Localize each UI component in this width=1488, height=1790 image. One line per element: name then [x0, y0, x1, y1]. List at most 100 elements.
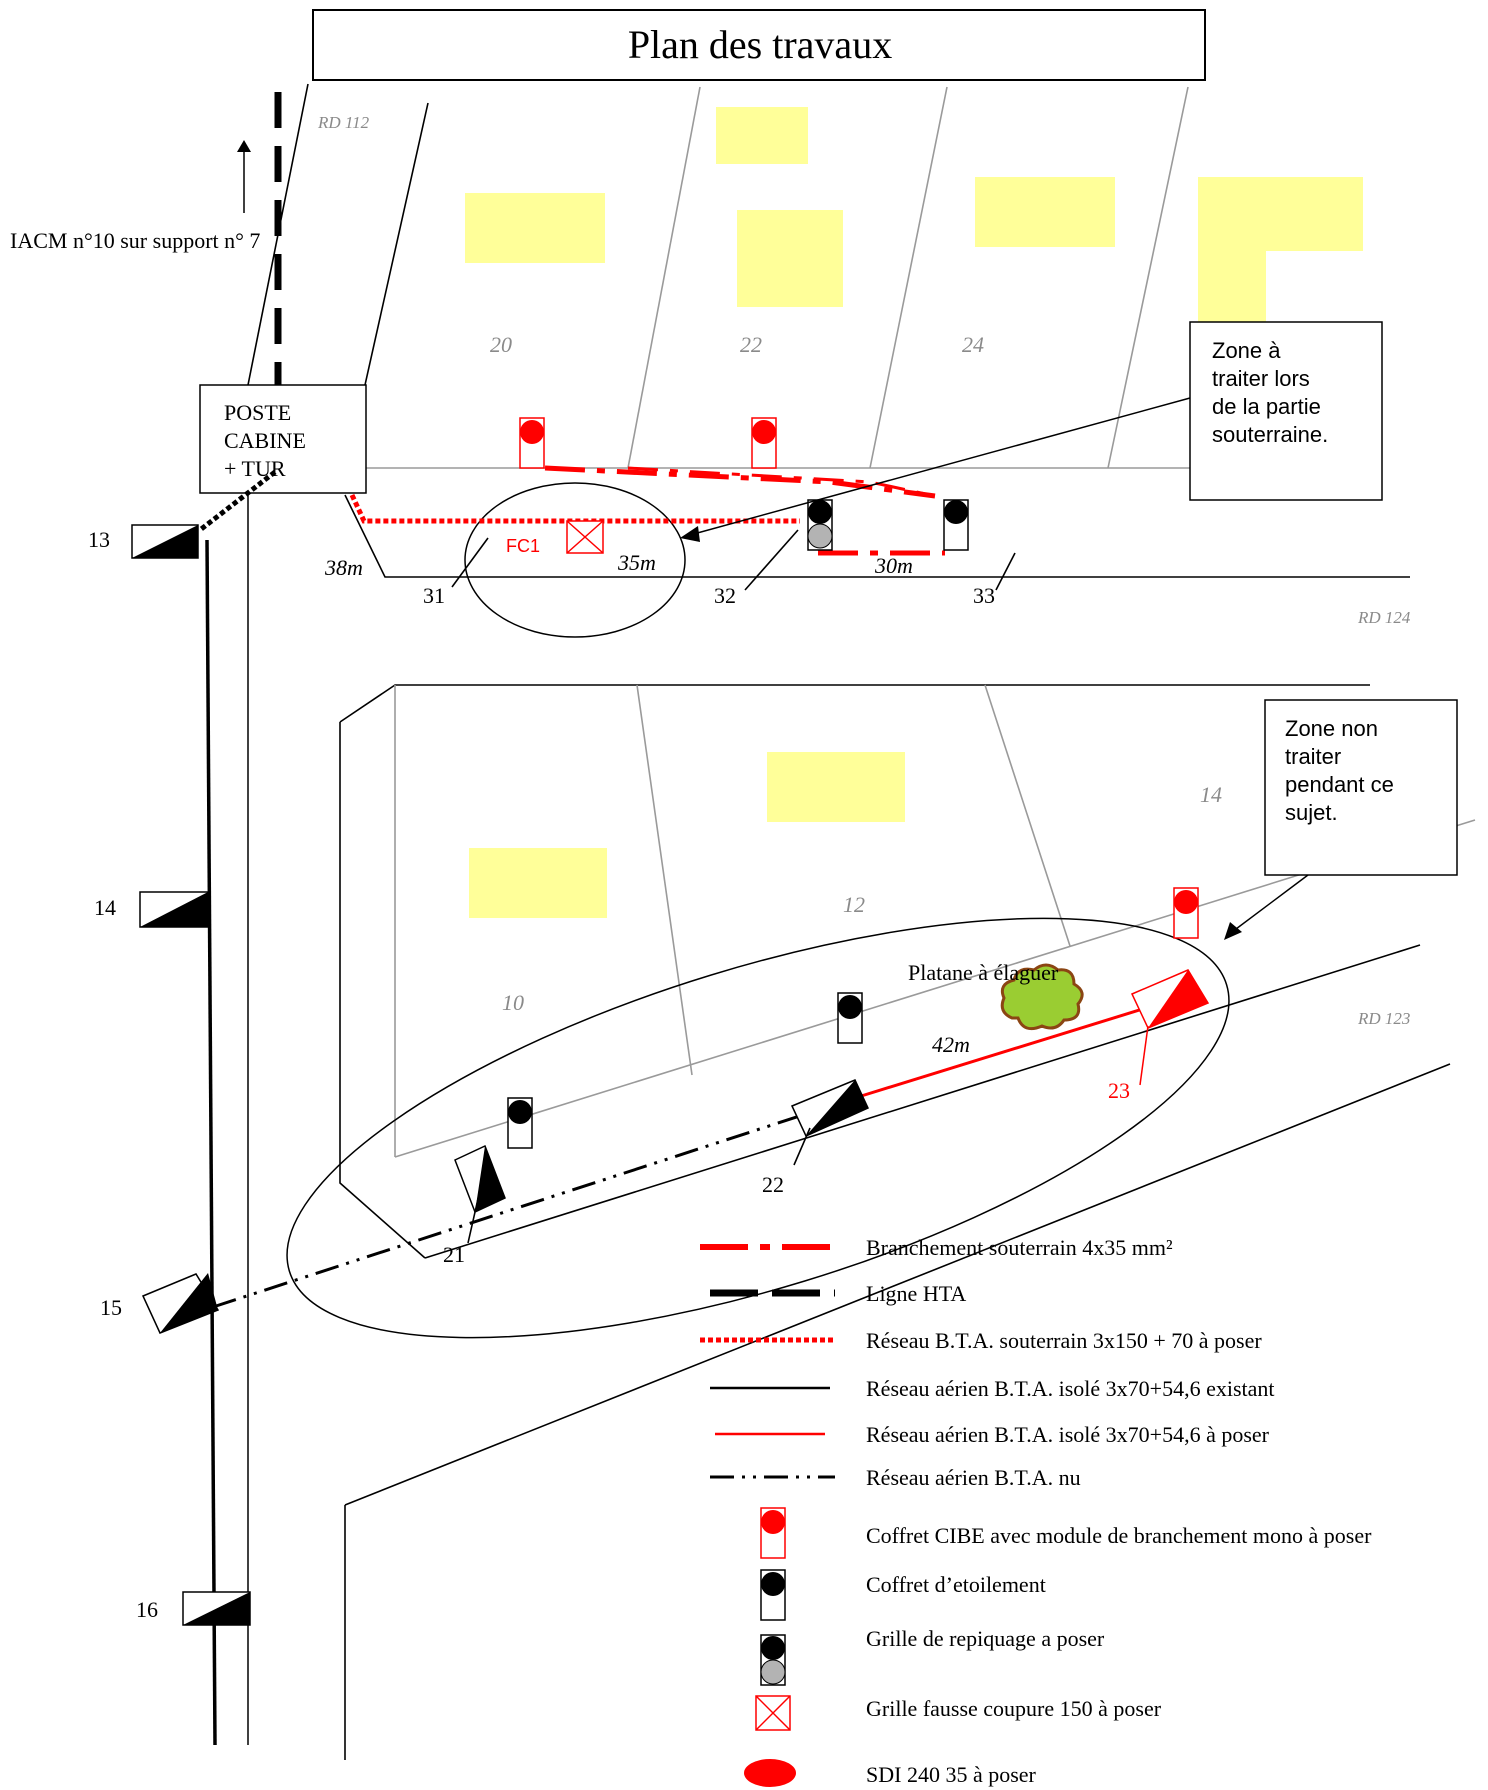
legend-item: Grille fausse coupure 150 à poser	[866, 1696, 1162, 1721]
support-number: 15	[100, 1295, 122, 1320]
poste-line2: CABINE	[224, 428, 306, 453]
house	[465, 193, 605, 263]
support-icon	[131, 524, 199, 559]
house	[1198, 177, 1266, 323]
legend: Branchement souterrain 4x35 mm² Ligne HT…	[700, 1235, 1372, 1787]
coffret-etoilement-icon	[837, 992, 863, 1044]
support-leader	[467, 1189, 481, 1244]
branchement-souterrain	[627, 466, 936, 498]
legend-item: Grille de repiquage a poser	[866, 1626, 1105, 1651]
note-line: pendant ce	[1285, 772, 1394, 797]
note-line: traiter lors	[1212, 366, 1310, 391]
iacm-label: IACM n°10 sur support n° 7	[10, 228, 260, 253]
poste-cabine-box: POSTE CABINE + TUR	[199, 384, 367, 494]
poste-line1: POSTE	[224, 400, 291, 425]
zone-ellipse-souterraine	[464, 482, 686, 638]
grille-fausse-coupure-icon	[566, 520, 604, 554]
road-edge	[344, 1063, 1451, 1506]
support-number: 23	[1108, 1078, 1130, 1103]
coffret-cibe-icon	[519, 417, 545, 469]
underground-bta-network	[349, 493, 800, 524]
sdi-icon	[744, 1759, 796, 1787]
road-edge	[339, 722, 426, 1259]
legend-item: Réseau aérien B.T.A. nu	[866, 1465, 1081, 1490]
road-edge	[424, 944, 1421, 1259]
lot-number: 12	[843, 892, 865, 917]
legend-item: SDI 240 35 à poser	[866, 1762, 1037, 1787]
platane-label: Platane à élaguer	[908, 960, 1059, 985]
note-arrow	[1224, 874, 1309, 940]
note-zone-non-traiter: Zone non traiter pendant ce sujet.	[1264, 699, 1458, 876]
coffret-etoilement-icon	[943, 499, 969, 551]
support-icon	[182, 1591, 251, 1626]
zone-ellipse-non-traiter	[286, 917, 1230, 1339]
lot-number: 10	[502, 990, 524, 1015]
coffret-cibe-icon	[760, 1507, 786, 1559]
support-leader	[995, 552, 1016, 591]
legend-item: Ligne HTA	[866, 1281, 966, 1306]
note-line: Zone à	[1212, 338, 1281, 363]
lot-boundary	[1107, 86, 1189, 469]
house	[767, 752, 905, 822]
lot-boundary	[627, 86, 701, 469]
note-line: souterraine.	[1212, 422, 1328, 447]
lot-number: 20	[490, 332, 512, 357]
support-icon	[790, 1079, 869, 1137]
support-number: 21	[443, 1242, 465, 1267]
title-box: Plan des travaux	[312, 9, 1206, 81]
support-icon	[139, 891, 209, 928]
page-title: Plan des travaux	[628, 22, 892, 67]
support-icon	[141, 1273, 220, 1334]
house	[469, 848, 607, 918]
bare-bta-line	[212, 1095, 859, 1309]
note-line: sujet.	[1285, 800, 1338, 825]
support-number: 22	[762, 1172, 784, 1197]
support-number: 32	[714, 583, 736, 608]
coffret-cibe-icon	[1173, 887, 1199, 939]
existing-bta-line	[205, 539, 217, 1746]
house	[716, 107, 808, 164]
support-icon	[454, 1144, 506, 1214]
support-number: 13	[88, 527, 110, 552]
new-bta-line	[857, 993, 1189, 1099]
support-leader	[451, 537, 489, 588]
support-leader	[793, 1127, 811, 1166]
legend-item: Réseau aérien B.T.A. isolé 3x70+54,6 à p…	[866, 1422, 1270, 1447]
note-arrow	[680, 397, 1191, 542]
support-icon	[1130, 969, 1210, 1029]
grille-repiquage-icon	[807, 499, 833, 551]
distance-35m: 35m	[617, 550, 656, 575]
lot-boundary	[869, 86, 948, 469]
coffret-etoilement-icon	[760, 1569, 786, 1621]
distance-30m: 30m	[874, 553, 913, 578]
legend-item: Réseau aérien B.T.A. isolé 3x70+54,6 exi…	[866, 1376, 1275, 1401]
support-number: 16	[136, 1597, 158, 1622]
road-label-rd123: RD 123	[1357, 1009, 1410, 1028]
grille-fausse-coupure-icon	[755, 1695, 791, 1731]
branchement-souterrain	[544, 465, 936, 499]
lot-number: 14	[1200, 782, 1222, 807]
coffret-etoilement-icon	[507, 1097, 533, 1149]
fc1-label: FC1	[506, 536, 540, 556]
support-leader	[1139, 1025, 1149, 1086]
support-number: 33	[973, 583, 995, 608]
grille-repiquage-icon	[760, 1634, 786, 1686]
road-edge	[344, 494, 1410, 578]
lot-boundary	[984, 684, 1071, 947]
road-edge	[364, 102, 429, 386]
lot-number: 22	[740, 332, 762, 357]
house	[737, 210, 843, 307]
legend-item: Branchement souterrain 4x35 mm²	[866, 1235, 1173, 1260]
road-label-rd112: RD 112	[317, 113, 370, 132]
note-line: traiter	[1285, 744, 1341, 769]
lot-boundary	[394, 819, 1476, 1158]
legend-item: Coffret d’etoilement	[866, 1572, 1046, 1597]
note-zone-traiter: Zone à traiter lors de la partie souterr…	[1189, 321, 1383, 501]
lot-number: 24	[962, 332, 984, 357]
poste-line3: + TUR	[224, 456, 286, 481]
support-number: 14	[94, 895, 116, 920]
note-line: de la partie	[1212, 394, 1321, 419]
tree-icon	[1000, 963, 1084, 1031]
distance-42m: 42m	[932, 1032, 970, 1057]
